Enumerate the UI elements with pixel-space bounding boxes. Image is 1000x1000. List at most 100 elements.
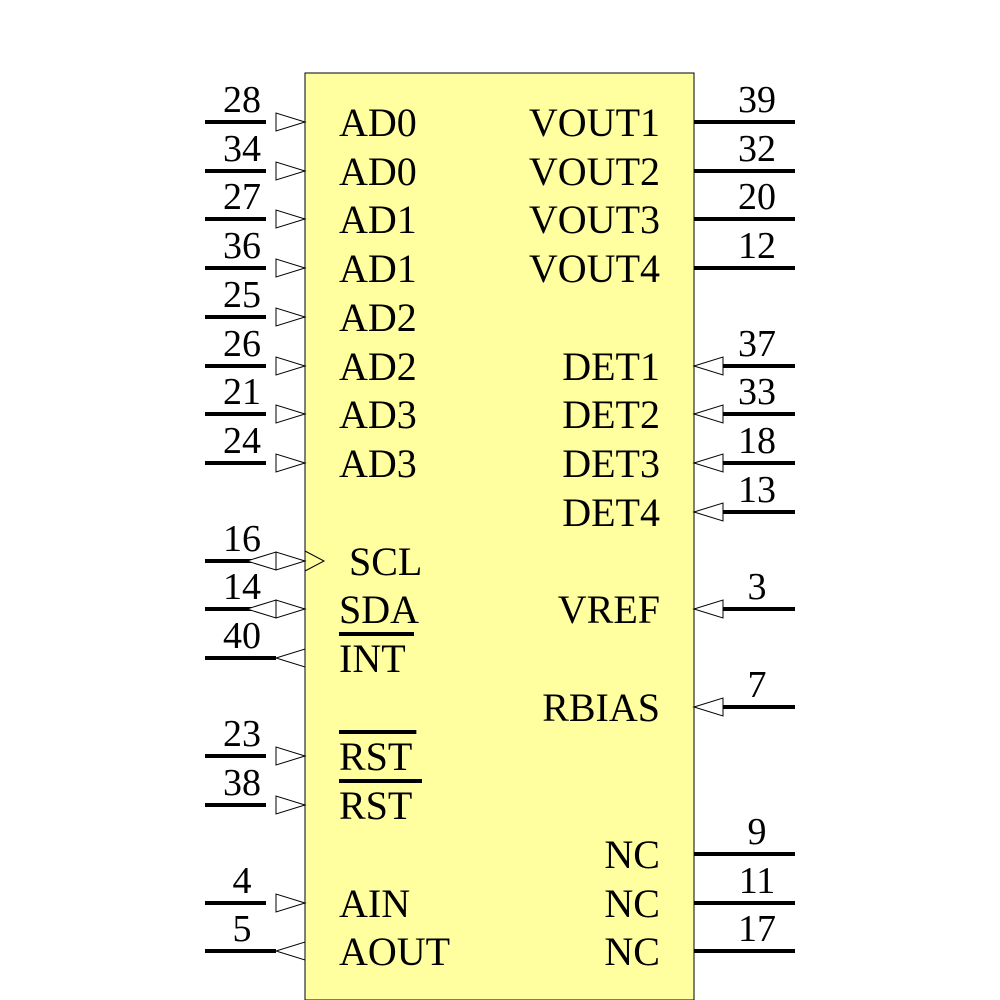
- pin-number: 3: [748, 566, 767, 608]
- pin-number: 11: [739, 860, 776, 902]
- pin-arrow: [692, 502, 724, 522]
- pin-label: DET3: [562, 441, 660, 486]
- pin-number: 26: [223, 323, 261, 365]
- pin-arrow: [275, 209, 307, 229]
- pin-number: 34: [223, 128, 261, 170]
- pin-label: AOUT: [339, 929, 450, 974]
- pin-number: 7: [748, 664, 767, 706]
- pin-number: 40: [223, 615, 261, 657]
- pin-number: 4: [233, 860, 252, 902]
- pin-number: 23: [223, 713, 261, 755]
- pin-number: 9: [748, 811, 767, 853]
- pin-arrow: [275, 795, 307, 815]
- pin-9: 9NC: [604, 811, 795, 877]
- pin-label: AD3: [339, 441, 417, 486]
- pin-label: RST: [339, 734, 412, 779]
- pin-arrow: [692, 453, 724, 473]
- pin-number: 37: [738, 323, 776, 365]
- pin-arrow: [275, 599, 307, 619]
- pin-label: NC: [604, 832, 660, 877]
- pin-label: AD2: [339, 344, 417, 389]
- pin-label: VOUT3: [529, 197, 660, 242]
- pin-number: 18: [738, 420, 776, 462]
- pin-label: VOUT1: [529, 100, 660, 145]
- pin-label: INT: [339, 636, 406, 681]
- ic-body: [304, 72, 695, 1000]
- right-pins: 39VOUT132VOUT220VOUT312VOUT437DET133DET2…: [529, 79, 795, 974]
- pin-number: 12: [738, 225, 776, 267]
- pin-number: 39: [738, 79, 776, 121]
- pin-label: VOUT2: [529, 149, 660, 194]
- pin-arrow: [275, 746, 307, 766]
- pin-label: SCL: [349, 539, 422, 584]
- pin-number: 25: [223, 274, 261, 316]
- pin-arrow: [692, 356, 724, 376]
- pin-arrow: [275, 404, 307, 424]
- pin-arrow: [692, 599, 724, 619]
- pin-label: AD0: [339, 100, 417, 145]
- pin-number: 27: [223, 176, 261, 218]
- pin-label: AD1: [339, 246, 417, 291]
- pin-label: RST: [339, 783, 412, 828]
- pin-number: 13: [738, 469, 776, 511]
- pin-number: 24: [223, 420, 261, 462]
- pin-label: AD2: [339, 295, 417, 340]
- pin-label: DET2: [562, 392, 660, 437]
- pin-label: VOUT4: [529, 246, 660, 291]
- pin-label: AD1: [339, 197, 417, 242]
- pin-arrow: [692, 404, 724, 424]
- pin-number: 38: [223, 762, 261, 804]
- pin-arrow: [275, 307, 307, 327]
- pin-label: AD0: [339, 149, 417, 194]
- pin-arrow: [275, 453, 307, 473]
- pin-label: AIN: [339, 881, 410, 926]
- pin-number: 17: [738, 908, 776, 950]
- pin-arrow: [275, 258, 307, 278]
- pin-label: DET1: [562, 344, 660, 389]
- pin-arrow: [274, 648, 306, 668]
- pin-number: 33: [738, 371, 776, 413]
- pin-label: AD3: [339, 392, 417, 437]
- clock-marker: [304, 550, 326, 572]
- pin-arrow: [274, 941, 306, 961]
- pin-label: DET4: [562, 490, 660, 535]
- pin-label: RBIAS: [542, 685, 660, 730]
- pin-number: 20: [738, 176, 776, 218]
- pin-arrow: [275, 112, 307, 132]
- pin-arrow: [275, 356, 307, 376]
- pin-number: 14: [223, 566, 261, 608]
- pin-number: 16: [223, 518, 261, 560]
- pin-label: VREF: [558, 587, 660, 632]
- pin-number: 36: [223, 225, 261, 267]
- pin-arrow: [275, 161, 307, 181]
- pin-label: NC: [604, 929, 660, 974]
- pin-number: 32: [738, 128, 776, 170]
- pin-number: 21: [223, 371, 261, 413]
